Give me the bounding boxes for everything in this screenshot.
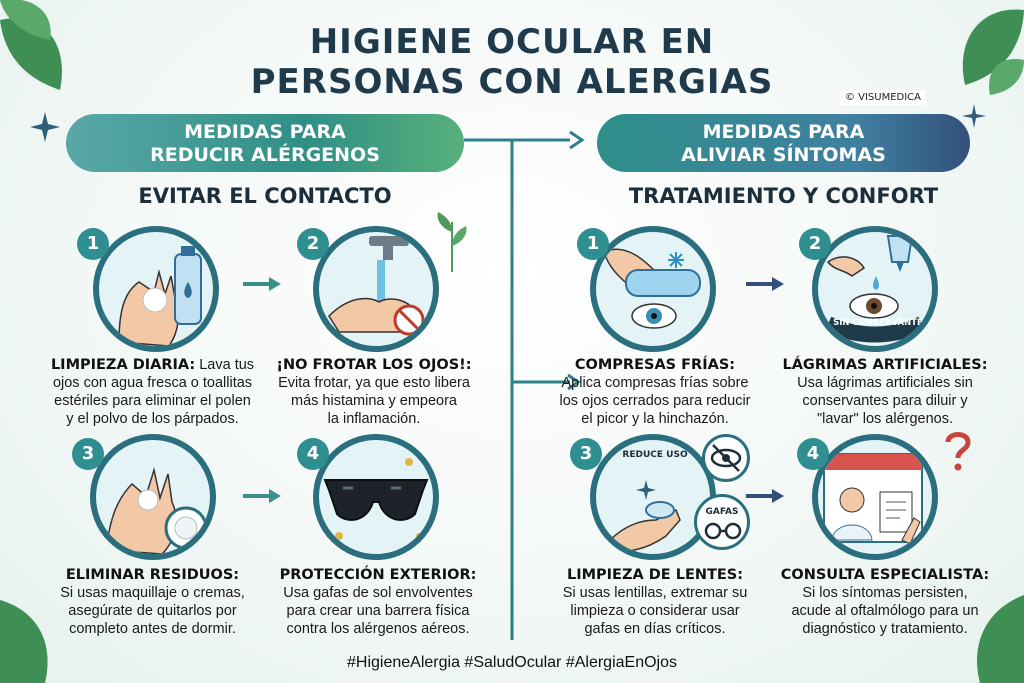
- leaf-top-right-icon: [962, 9, 1024, 95]
- left-subtitle: EVITAR EL CONTACTO: [138, 184, 392, 208]
- step-text: Usa gafas de sol envolventes: [283, 585, 473, 601]
- step-text: completo antes de dormir.: [69, 621, 236, 637]
- cold-compress-icon: [603, 248, 701, 329]
- hashtags: #HigieneAlergia #SaludOcular #AlergiaEnO…: [347, 654, 677, 671]
- hand-cotton-icon: [118, 246, 202, 346]
- badge-glasses-label: GAFAS: [705, 507, 739, 517]
- step-text: ojos con agua fresca o toallitas: [52, 375, 253, 391]
- step-illustration-remove-makeup: [90, 434, 216, 560]
- leaf-bottom-left-icon: [0, 600, 48, 683]
- eye-drops-icon: [824, 235, 926, 343]
- step-caption: PROTECCIÓN EXTERIOR: Usa gafas de sol en…: [268, 566, 488, 638]
- step-text: el picor y la hinchazón.: [581, 411, 729, 427]
- faucet-hands-icon: [328, 236, 425, 336]
- step-number-badge: 4: [297, 438, 329, 470]
- step-text: "lavar" los alérgenos.: [816, 411, 954, 427]
- glasses-icon: [704, 522, 742, 540]
- banner-line1: MEDIDAS PARA: [184, 121, 346, 143]
- question-mark-icon: [945, 432, 971, 471]
- step-number-badge: 3: [72, 438, 104, 470]
- page-title-line2: PERSONAS CON ALERGIAS: [250, 62, 774, 102]
- step-heading: ¡NO FROTAR LOS OJOS!:: [276, 357, 472, 373]
- step-heading: LÁGRIMAS ARTIFICIALES:: [782, 357, 988, 373]
- credit-label: © VISUMEDICA: [839, 90, 926, 105]
- step-text: Lava tus: [195, 357, 255, 373]
- step-heading: LIMPIEZA DE LENTES:: [566, 567, 744, 583]
- banner-line1: MEDIDAS PARA: [702, 121, 865, 143]
- step-illustration-hand-cotton: [93, 226, 219, 352]
- badge-reduce-use: REDUCE USO: [622, 450, 688, 460]
- crossed-eye-icon: [702, 434, 750, 482]
- step-text: diagnóstico y tratamiento.: [802, 621, 968, 637]
- step-caption: ELIMINAR RESIDUOS: Si usas maquillaje o …: [30, 566, 275, 638]
- plant-leaf-icon: [437, 212, 467, 272]
- banner-line2: REDUCIR ALÉRGENOS: [150, 144, 380, 166]
- step-caption: LÁGRIMAS ARTIFICIALES: Usa lágrimas arti…: [765, 356, 1005, 428]
- banner-line2: ALIVIAR SÍNTOMAS: [681, 144, 886, 166]
- badge-no-preservatives: SIN CONSERVANTES: [833, 318, 929, 328]
- step-heading: PROTECCIÓN EXTERIOR:: [279, 567, 477, 583]
- banner-relieve-symptoms: MEDIDAS PARA ALIVIAR SÍNTOMAS: [597, 114, 970, 172]
- sparkle-icon: [30, 112, 60, 142]
- step-text: Usa lágrimas artificiales sin: [797, 375, 973, 391]
- arrow-right-icon: [746, 489, 784, 503]
- step-text: contra los alérgenos aéreos.: [286, 621, 470, 637]
- section-connector: [464, 130, 585, 640]
- step-text: los ojos cerrados para reducir: [559, 393, 751, 409]
- step-caption: LIMPIEZA DE LENTES: Si usas lentillas, e…: [540, 566, 770, 638]
- step-text: para crear una barrera física: [286, 603, 470, 619]
- step-text: Si los síntomas persisten,: [802, 585, 968, 601]
- step-illustration-cold-compress: [590, 226, 716, 352]
- step-text: acude al oftalmólogo para un: [791, 603, 979, 619]
- step-number-badge: 3: [570, 438, 602, 470]
- step-text: y el polvo de los párpados.: [66, 411, 239, 427]
- step-text: conservantes para diluir y: [802, 393, 968, 409]
- arrow-right-icon: [243, 489, 281, 503]
- step-illustration-washing-hands: [313, 226, 439, 352]
- eye-slash-icon: [710, 444, 742, 472]
- step-number-badge: 1: [577, 228, 609, 260]
- glasses-badge: GAFAS: [694, 494, 750, 550]
- step-text: gafas en días críticos.: [584, 621, 726, 637]
- step-caption: LIMPIEZA DIARIA: Lava tus ojos con agua …: [30, 356, 275, 428]
- step-text: Si usas maquillaje o cremas,: [60, 585, 245, 601]
- step-text: limpieza o considerar usar: [570, 603, 740, 619]
- hand-cotton-pad-icon: [105, 467, 208, 554]
- step-caption: ¡NO FROTAR LOS OJOS!: Evita frotar, ya q…: [268, 356, 480, 428]
- step-heading: COMPRESAS FRÍAS:: [574, 357, 736, 373]
- banner-reduce-allergens: MEDIDAS PARA REDUCIR ALÉRGENOS: [66, 114, 464, 172]
- step-text: Si usas lentillas, extremar su: [562, 585, 748, 601]
- step-illustration-eye-drops: SIN CONSERVANTES: [812, 226, 938, 352]
- leaf-bottom-right-icon: [976, 595, 1024, 683]
- step-number-badge: 4: [797, 438, 829, 470]
- step-heading: CONSULTA ESPECIALISTA:: [780, 567, 990, 583]
- step-heading: ELIMINAR RESIDUOS:: [65, 567, 240, 583]
- step-illustration-contact-lenses: REDUCE USO: [590, 434, 716, 560]
- step-text: estériles para eliminar el polen: [54, 393, 251, 409]
- sunglasses-icon: [323, 458, 429, 540]
- step-heading: LIMPIEZA DIARIA:: [50, 357, 196, 373]
- doctor-calendar-icon: [823, 453, 923, 545]
- step-text: Evita frotar, ya que esto libera: [278, 375, 470, 391]
- step-caption: CONSULTA ESPECIALISTA: Si los síntomas p…: [765, 566, 1005, 638]
- step-text: Aplica compresas frías sobre: [561, 375, 749, 391]
- sparkle-icon: [962, 104, 986, 128]
- arrow-right-icon: [243, 277, 281, 291]
- arrow-right-icon: [746, 277, 784, 291]
- step-caption: COMPRESAS FRÍAS: Aplica compresas frías …: [540, 356, 770, 428]
- page-title: HIGIENE OCULAR EN: [309, 22, 715, 62]
- step-text: más histamina y empeora: [290, 393, 457, 409]
- step-number-badge: 1: [77, 228, 109, 260]
- leaf-top-left-icon: [0, 0, 62, 90]
- right-subtitle: TRATAMIENTO Y CONFORT: [628, 184, 939, 208]
- step-illustration-specialist: [812, 434, 938, 560]
- step-number-badge: 2: [297, 228, 329, 260]
- step-number-badge: 2: [799, 228, 831, 260]
- step-illustration-sunglasses: [313, 434, 439, 560]
- step-text: asegúrate de quitarlos por: [68, 603, 237, 619]
- step-text: la inflamación.: [327, 411, 421, 427]
